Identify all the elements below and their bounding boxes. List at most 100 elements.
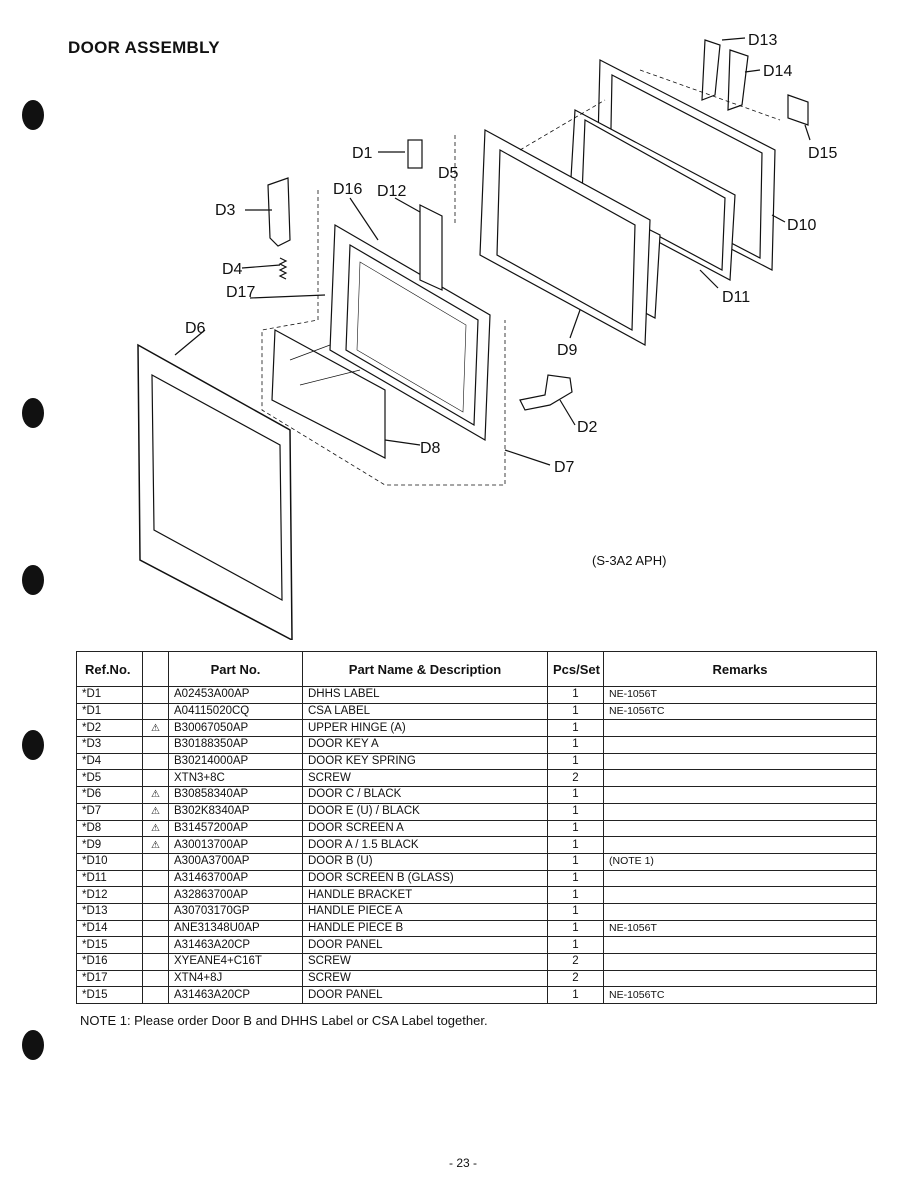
cell-part-no: XYEANE4+C16T xyxy=(168,953,303,971)
callout-d16: D16 xyxy=(333,181,362,198)
cell-pcs: 2 xyxy=(547,953,604,971)
cell-ref-no: *D3 xyxy=(76,736,143,754)
binder-hole xyxy=(22,730,44,760)
callout-d6: D6 xyxy=(185,320,206,337)
binder-hole xyxy=(22,1030,44,1060)
cell-remarks xyxy=(603,819,877,838)
order-note: NOTE 1: Please order Door B and DHHS Lab… xyxy=(80,1013,488,1028)
cell-pcs: 1 xyxy=(547,869,604,888)
binder-hole xyxy=(22,565,44,595)
cell-ref-no: *D7 xyxy=(76,802,143,821)
cell-warning-icon xyxy=(142,936,169,954)
cell-remarks xyxy=(603,902,877,921)
cell-part-name: DOOR KEY A xyxy=(302,736,548,754)
cell-pcs: 1 xyxy=(547,802,604,821)
cell-pcs: 1 xyxy=(547,936,604,954)
cell-ref-no: *D10 xyxy=(76,852,143,871)
cell-part-no: A300A3700AP xyxy=(168,852,303,871)
cell-ref-no: *D1 xyxy=(76,702,143,721)
cell-part-name: SCREW xyxy=(302,969,548,988)
cell-remarks: NE-1056T xyxy=(603,919,877,938)
cell-pcs: 1 xyxy=(547,836,604,854)
header-ref-no: Ref.No. xyxy=(76,651,143,687)
model-code: (S-3A2 APH) xyxy=(592,553,667,568)
cell-remarks xyxy=(603,869,877,888)
callout-d17: D17 xyxy=(226,284,255,301)
cell-ref-no: *D6 xyxy=(76,786,143,804)
cell-warning-icon: ⚠ xyxy=(142,819,169,838)
cell-ref-no: *D13 xyxy=(76,902,143,921)
cell-warning-icon xyxy=(142,953,169,971)
cell-warning-icon xyxy=(142,752,169,771)
cell-remarks: (NOTE 1) xyxy=(603,852,877,871)
cell-pcs: 1 xyxy=(547,752,604,771)
callout-d2: D2 xyxy=(577,419,598,436)
callout-d3: D3 xyxy=(215,202,236,219)
cell-remarks xyxy=(603,969,877,988)
page-number: - 23 - xyxy=(449,1156,478,1170)
cell-ref-no: *D14 xyxy=(76,919,143,938)
cell-pcs: 1 xyxy=(547,719,604,738)
cell-remarks xyxy=(603,802,877,821)
cell-remarks: NE-1056T xyxy=(603,686,877,704)
cell-ref-no: *D1 xyxy=(76,686,143,704)
callout-d15: D15 xyxy=(808,145,837,162)
cell-remarks xyxy=(603,953,877,971)
callout-d5: D5 xyxy=(438,165,459,182)
cell-part-no: ANE31348U0AP xyxy=(168,919,303,938)
cell-remarks xyxy=(603,719,877,738)
cell-part-no: B30067050AP xyxy=(168,719,303,738)
header-remarks: Remarks xyxy=(603,651,877,687)
cell-part-name: HANDLE PIECE B xyxy=(302,919,548,938)
cell-part-no: B31457200AP xyxy=(168,819,303,838)
cell-part-name: SCREW xyxy=(302,769,548,788)
cell-warning-icon xyxy=(142,969,169,988)
cell-part-name: DOOR KEY SPRING xyxy=(302,752,548,771)
cell-ref-no: *D15 xyxy=(76,936,143,954)
cell-part-no: A31463700AP xyxy=(168,869,303,888)
cell-ref-no: *D9 xyxy=(76,836,143,854)
cell-warning-icon xyxy=(142,986,169,1005)
cell-ref-no: *D4 xyxy=(76,752,143,771)
cell-pcs: 1 xyxy=(547,886,604,904)
cell-part-no: A04115020CQ xyxy=(168,702,303,721)
cell-remarks: NE-1056TC xyxy=(603,986,877,1005)
cell-part-no: A30013700AP xyxy=(168,836,303,854)
cell-ref-no: *D16 xyxy=(76,953,143,971)
cell-remarks: NE-1056TC xyxy=(603,702,877,721)
callout-d10: D10 xyxy=(787,217,816,234)
cell-part-name: DOOR E (U) / BLACK xyxy=(302,802,548,821)
cell-ref-no: *D12 xyxy=(76,886,143,904)
cell-warning-icon: ⚠ xyxy=(142,719,169,738)
binder-hole xyxy=(22,398,44,428)
cell-warning-icon xyxy=(142,769,169,788)
cell-ref-no: *D8 xyxy=(76,819,143,838)
cell-part-name: DOOR SCREEN B (GLASS) xyxy=(302,869,548,888)
cell-ref-no: *D2 xyxy=(76,719,143,738)
cell-remarks xyxy=(603,752,877,771)
cell-remarks xyxy=(603,736,877,754)
cell-part-name: DHHS LABEL xyxy=(302,686,548,704)
cell-part-name: DOOR SCREEN A xyxy=(302,819,548,838)
cell-pcs: 2 xyxy=(547,969,604,988)
cell-ref-no: *D15 xyxy=(76,986,143,1005)
cell-part-name: DOOR C / BLACK xyxy=(302,786,548,804)
cell-remarks xyxy=(603,836,877,854)
cell-warning-icon xyxy=(142,919,169,938)
table-header-row: Ref.No. Part No. Part Name & Description… xyxy=(76,651,877,687)
cell-remarks xyxy=(603,886,877,904)
cell-part-no: A30703170GP xyxy=(168,902,303,921)
cell-pcs: 1 xyxy=(547,686,604,704)
